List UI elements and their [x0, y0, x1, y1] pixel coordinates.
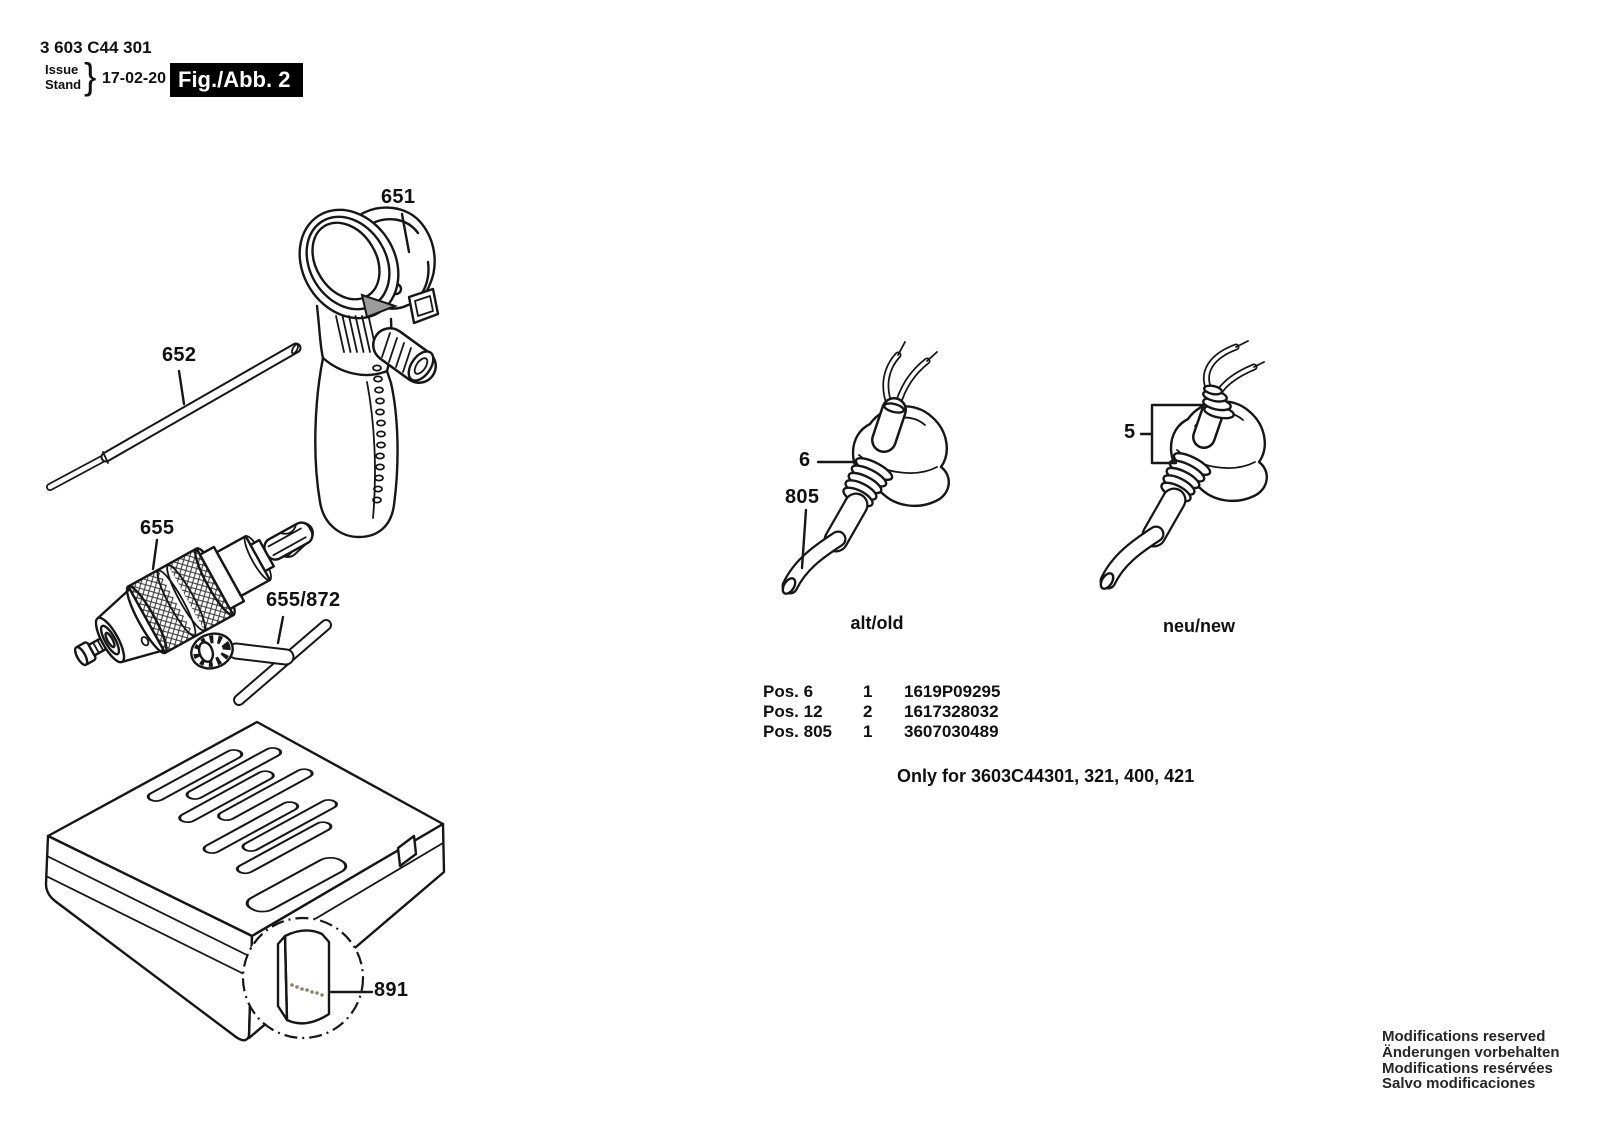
case-ribs — [146, 747, 348, 913]
chuck-drawing — [73, 521, 314, 667]
footer-line: Änderungen vorbehalten — [1382, 1043, 1560, 1061]
callout-chuck-key: 655/872 — [266, 589, 341, 611]
plug-new-drawing — [1099, 340, 1268, 590]
caption-alt-old: alt/old — [850, 613, 904, 633]
parts-table: Pos. 6 1 1619P09295 Pos. 12 2 1617328032… — [763, 682, 1000, 742]
doc-number: 3 603 C44 301 — [40, 38, 152, 57]
parts-number: 1619P09295 — [904, 682, 1001, 701]
only-for-note: Only for 3603C44301, 321, 400, 421 — [897, 766, 1195, 786]
footer-line: Modifications reserved — [1382, 1028, 1546, 1045]
parts-qty: 1 — [863, 722, 873, 741]
caption-neu-new: neu/new — [1162, 616, 1235, 636]
issue-stand-label: Issue Stand — [45, 62, 82, 92]
chuck-key-drawing — [190, 619, 332, 706]
modifications-note: Modifications reserved Änderungen vorbeh… — [1382, 1029, 1560, 1092]
figure-badge: Fig./Abb. 2 — [170, 63, 303, 97]
parts-row: Pos. 6 1 1619P09295 — [763, 682, 1000, 702]
callout-case-insert: 891 — [374, 979, 409, 1001]
callout-plug-new: 5 — [1124, 421, 1136, 443]
aux-handle-drawing — [277, 206, 440, 558]
parts-qty: 1 — [863, 682, 873, 701]
callout-plug-body: 6 — [799, 449, 811, 471]
grip-ribs — [372, 364, 386, 504]
footer-line: Modifications resérvées — [1382, 1059, 1553, 1077]
callout-depth-rod: 652 — [162, 344, 197, 366]
issue-brace: } — [84, 56, 97, 97]
issue-date: 17-02-20 — [102, 70, 167, 87]
callout-chuck: 655 — [140, 517, 175, 539]
leader-lines — [151, 212, 1206, 994]
insert-texture — [290, 983, 324, 997]
plug-old-drawing — [781, 341, 950, 595]
parts-number: 3607030489 — [904, 722, 999, 741]
stand-label: Stand — [45, 76, 82, 92]
issue-label: Issue — [45, 62, 79, 77]
case-detail-circle — [241, 916, 365, 1040]
callout-cable: 805 — [785, 486, 820, 508]
parts-number: 1617328032 — [904, 702, 999, 721]
parts-qty: 2 — [863, 702, 873, 721]
parts-pos: Pos. 12 — [763, 702, 823, 721]
callout-aux-handle: 651 — [381, 186, 416, 208]
parts-row: Pos. 805 1 3607030489 — [763, 722, 1000, 742]
footer-line: Salvo modificaciones — [1382, 1075, 1536, 1093]
parts-pos: Pos. 805 — [763, 722, 832, 741]
depth-rod-drawing — [46, 342, 302, 491]
parts-pos: Pos. 6 — [763, 682, 814, 701]
parts-row: Pos. 12 2 1617328032 — [763, 702, 1000, 722]
